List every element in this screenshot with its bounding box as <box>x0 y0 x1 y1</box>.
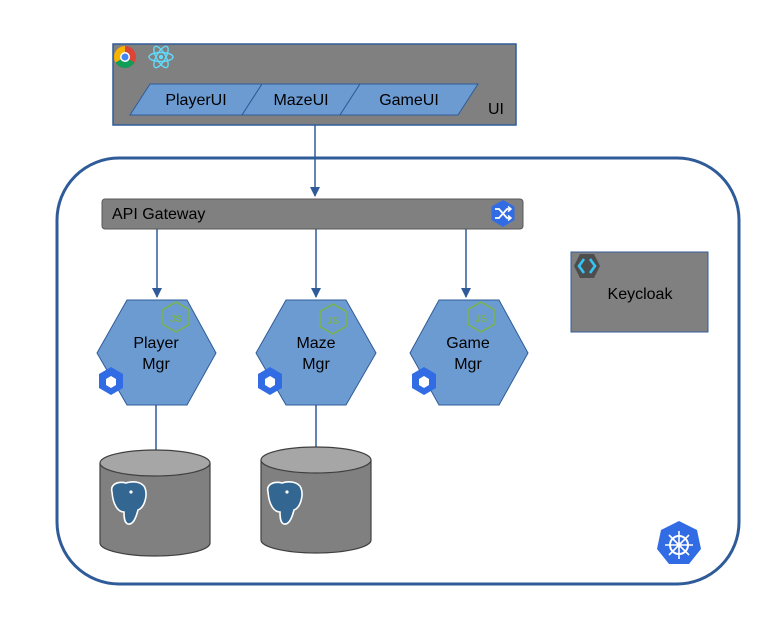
api-gateway-label: API Gateway <box>112 206 205 223</box>
ui-panel-label: UI <box>488 101 504 118</box>
keycloak-icon <box>574 254 600 278</box>
database-player <box>99 449 211 557</box>
svg-text:Mgr: Mgr <box>454 356 482 373</box>
cube-icon <box>99 367 123 395</box>
svg-text:Mgr: Mgr <box>142 356 170 373</box>
chrome-icon <box>114 46 136 68</box>
svg-text:JS: JS <box>327 316 340 327</box>
nodejs-icon: JS <box>467 301 495 333</box>
cluster-boundary <box>55 156 741 586</box>
shuffle-icon <box>491 200 515 227</box>
keycloak-label: Keycloak <box>608 286 674 303</box>
service-player-mgr: Player Mgr JS <box>96 299 217 406</box>
svg-text:Maze: Maze <box>296 335 335 352</box>
svg-text:JS: JS <box>475 314 488 325</box>
svg-text:Mgr: Mgr <box>302 356 330 373</box>
svg-text:GameUI: GameUI <box>379 92 439 109</box>
nodejs-icon: JS <box>319 303 347 335</box>
service-maze-mgr: Maze Mgr JS <box>255 299 377 406</box>
nodejs-icon: JS <box>162 301 190 333</box>
service-game-mgr: Game Mgr JS <box>409 299 529 406</box>
svg-text:JS: JS <box>170 314 183 325</box>
react-icon <box>148 45 174 69</box>
postgresql-icon <box>266 481 303 525</box>
cube-icon <box>412 367 436 395</box>
svg-text:Game: Game <box>446 335 490 352</box>
svg-text:MazeUI: MazeUI <box>273 92 328 109</box>
cube-icon <box>258 367 282 395</box>
postgresql-icon <box>110 481 147 525</box>
svg-text:PlayerUI: PlayerUI <box>165 92 226 109</box>
ui-item-mazeui: MazeUI <box>241 83 361 116</box>
ui-item-playerui: PlayerUI <box>129 83 263 116</box>
api-gateway: API Gateway <box>101 198 524 230</box>
database-maze <box>260 446 372 554</box>
ui-panel: PlayerUI MazeUI GameUI UI <box>112 43 517 126</box>
kubernetes-icon <box>657 521 701 564</box>
svg-text:Player: Player <box>133 335 179 352</box>
keycloak-box: Keycloak <box>570 251 709 333</box>
ui-item-gameui: GameUI <box>339 83 479 116</box>
